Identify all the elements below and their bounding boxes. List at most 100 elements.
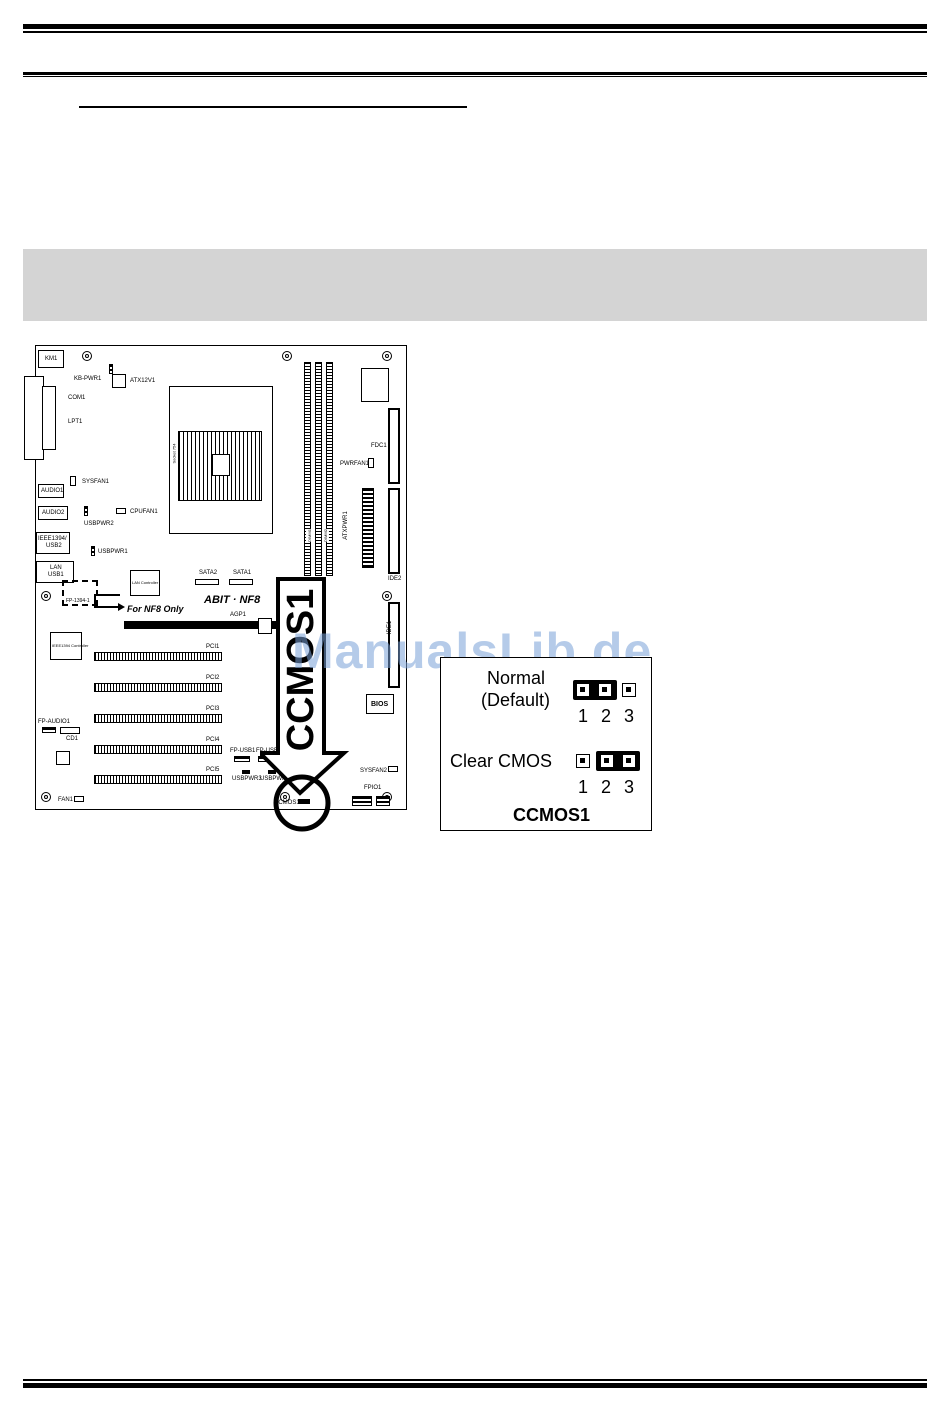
pwrfan1-label: PWRFAN1 [340,461,370,467]
bios-chip [366,694,394,714]
normal-pin-num-3: 3 [624,706,635,726]
ccmos1-small-label: CCMOS1 [274,800,300,806]
clear-pin-1 [576,754,590,768]
fan1-label: FAN1 [58,797,74,803]
pci5-slot [94,775,222,784]
pci5-label: PCI5 [206,767,220,773]
clear-pin-2 [600,754,614,768]
nf8-arrow-head [118,603,125,611]
fp1394-dashed-box [62,580,98,606]
top-rule-thin [23,31,927,33]
fpusb1-header [234,756,250,762]
winbond-chip [361,368,389,402]
ieee1394-usb2-port [36,532,70,554]
com-lpt-ports [24,376,44,460]
sata2-label: SATA2 [199,570,218,576]
normal-pin-1 [576,683,590,697]
atxpwr1-connector [362,488,374,568]
sysfan1-header [70,476,76,486]
pwrfan1-header [368,458,374,468]
cpufan1-label: CPUFAN1 [130,509,158,515]
bios-label: BIOS [371,701,389,708]
clear-pin-3 [622,754,636,768]
cd1-label: CD1 [66,736,79,742]
atxpwr1-label: ATXPWR1 [342,511,349,540]
ide1-connector [388,602,400,688]
clear-pin-num-2: 2 [601,777,612,797]
sata2-connector [195,579,219,585]
bottom-rule [23,1383,927,1388]
fpio1-header [352,796,372,806]
fpio1-header-b [376,796,390,806]
usbpwr1-jumper [91,546,95,556]
ieee-controller-label: IEEE1394 Controller [52,643,89,648]
audio1-jack [38,484,64,498]
normal-pin-num-1: 1 [578,706,589,726]
usbpwr3-jumper [242,770,250,774]
fdc1-label: FDC1 [371,443,387,449]
pci3-slot [94,714,222,723]
normal-pin-num-2: 2 [601,706,612,726]
lan-label: LAN [50,565,62,571]
usbpwr1-label: USBPWR1 [98,549,128,555]
pci2-slot [94,683,222,692]
sysfan1-label: SYSFAN1 [82,479,110,485]
mount-hole [282,351,292,361]
mount-hole [41,792,51,802]
section-underline [79,106,467,108]
nf8-arrow-line [96,594,120,596]
fpio1-label: FPIO1 [364,785,382,791]
cpufan1-header [116,508,126,514]
ide2-label: IDE2 [388,576,402,582]
nf8-arrow-line-down [94,594,96,608]
pci3-label: PCI3 [206,706,220,712]
kbpwr1-label: KB-PWR1 [74,376,102,382]
fpaudio1-header [42,727,56,733]
ccmos1-callout-arrow [260,577,350,832]
audio2-label: AUDIO2 [42,510,65,516]
sata1-label: SATA1 [233,570,252,576]
audio1-label: AUDIO1 [41,488,64,494]
small-chip [56,751,70,765]
lan-usb1-port [36,561,74,583]
default-label: (Default) [481,690,551,710]
com-lpt-ports-inner [42,386,56,450]
fdc1-connector [388,408,400,484]
mount-hole [82,351,92,361]
km1-port [38,350,64,368]
normal-pin-3 [622,683,636,697]
pci4-label: PCI4 [206,737,220,743]
mount-hole [280,792,290,802]
usbpwr3-label: USBPWR3 [232,776,262,782]
dimm-slot-b [315,362,322,576]
cpu-socket-center [212,454,230,476]
audio2-jack [38,506,68,520]
lpt1-label: LPT1 [68,419,83,425]
ieee1394-label: IEEE1394/ [38,536,67,542]
pci1-label: PCI1 [206,644,220,650]
atx12v1-connector [112,374,126,388]
nf8-arrow-stem [94,606,120,608]
sysfan2-label: SYSFAN2 [360,768,388,774]
pci2-label: PCI2 [206,675,220,681]
usbpwr4-label: USBPWR4 [260,776,290,782]
second-rule-thin [23,76,927,77]
jumper-diagram-title: CCMOS1 [513,805,591,825]
normal-label: Normal [487,668,546,688]
km1-label: KM1 [45,356,58,362]
ieee1394-controller-chip [50,632,82,660]
normal-pin-2 [598,683,612,697]
dimm-slot-c [326,362,333,576]
fp1394-label: FP-1394-1 [66,598,90,604]
mount-hole [382,591,392,601]
brand-label: ABIT · NF8 [204,594,261,606]
agp-latch [258,618,272,634]
lan-controller-label: LAN Controller [132,580,159,585]
ccmos1-jumper-diagram: Normal (Default) 1 2 3 Clear CMOS 1 2 3 … [440,657,652,831]
usbpwr2-jumper [84,506,88,516]
mount-hole [41,591,51,601]
usb2-label: USB2 [46,543,62,549]
dimm-slot-a [304,362,311,576]
motherboard-diagram: KM1 KB-PWR1 ATX12V1 COM1 LPT1 SYSFAN1 AU… [24,345,407,810]
cd1-connector [60,727,80,734]
